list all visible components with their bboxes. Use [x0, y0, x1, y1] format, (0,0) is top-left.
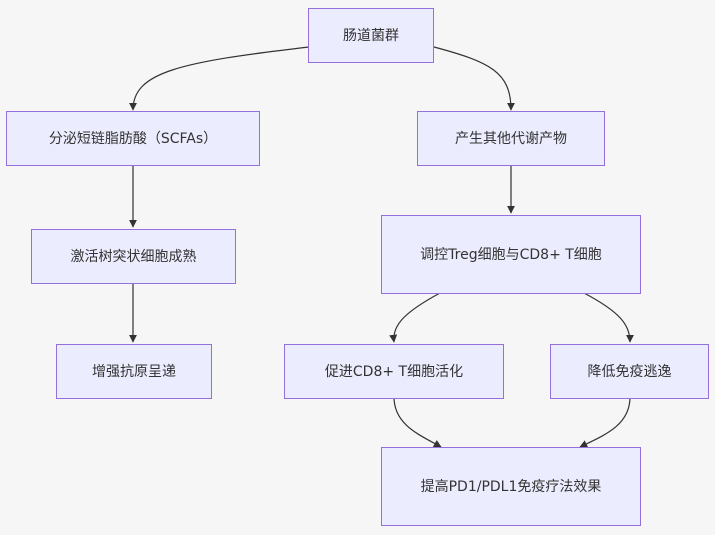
edge-cd8-to-pd1	[393, 396, 442, 448]
edge-treg-to-escape	[583, 292, 634, 343]
edge-treg-to-cd8	[389, 292, 441, 343]
edge-escape-to-pd1	[579, 396, 631, 448]
node-pd1-efficacy: 提高PD1/PDL1免疫疗法效果	[381, 447, 641, 526]
node-other-metabolites: 产生其他代谢产物	[417, 111, 605, 166]
edge-gut-to-scfa	[129, 46, 310, 111]
node-antigen-presentation: 增强抗原呈递	[56, 344, 212, 399]
node-scfa-secretion: 分泌短链脂肪酸（SCFAs）	[6, 111, 260, 166]
edge-gut-to-metabolites	[433, 46, 515, 111]
node-cd8-activation: 促进CD8+ T细胞活化	[284, 344, 504, 399]
node-treg-cd8-regulation: 调控Treg细胞与CD8+ T细胞	[381, 215, 641, 294]
node-gut-microbiota: 肠道菌群	[308, 8, 434, 63]
node-dc-maturation: 激活树突状细胞成熟	[31, 229, 236, 284]
node-immune-escape: 降低免疫逃逸	[550, 344, 709, 399]
